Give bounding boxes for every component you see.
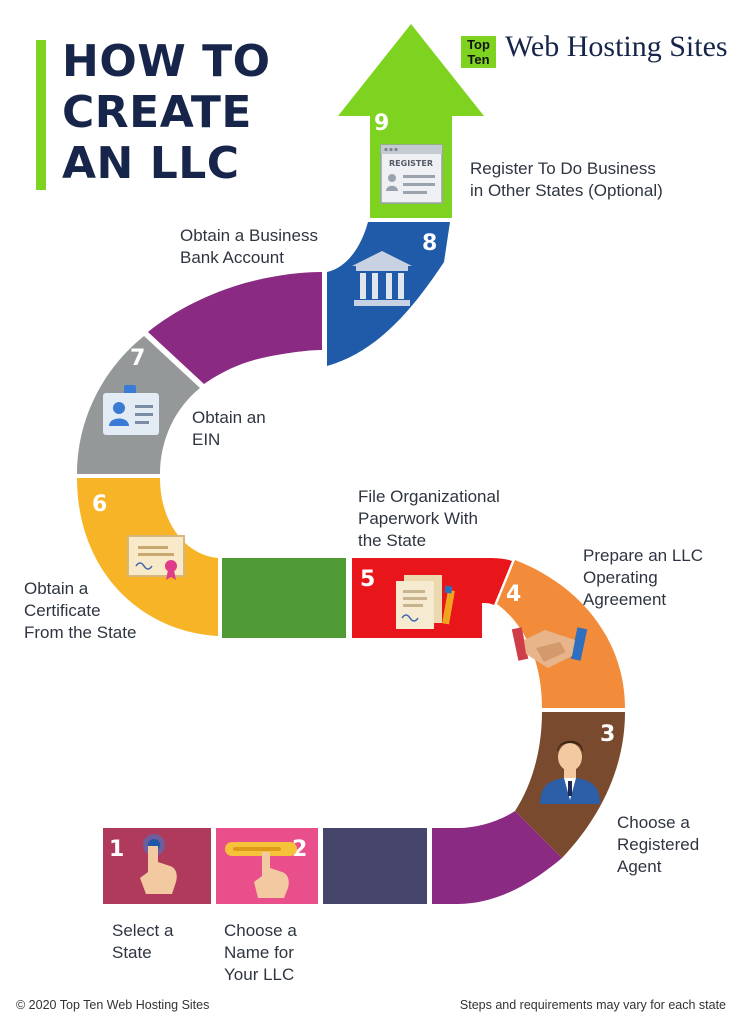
- step-4-label: Prepare an LLC Operating Agreement: [583, 545, 703, 611]
- step-3-number: 3: [600, 722, 615, 747]
- step-7-label: Obtain an EIN: [192, 407, 266, 451]
- step-6-label-line-3: From the State: [24, 623, 137, 642]
- title-line-3: AN LLC: [62, 138, 240, 189]
- step-9-arrow: [338, 24, 484, 218]
- paperwork-icon: [396, 575, 455, 629]
- footer-copyright: © 2020 Top Ten Web Hosting Sites: [16, 998, 210, 1012]
- step-8-number: 8: [422, 231, 437, 256]
- step-5-number: 5: [360, 567, 375, 592]
- connector-green-tile: [222, 558, 346, 638]
- step-2-label-line-1: Choose a: [224, 921, 297, 940]
- title-line-2: CREATE: [62, 87, 252, 138]
- step-2-label: Choose a Name for Your LLC: [224, 920, 297, 986]
- step-7-number: 7: [130, 346, 145, 371]
- step-9-number: 9: [374, 111, 389, 136]
- certificate-icon: [127, 535, 185, 580]
- connector-navy-tile: [323, 828, 427, 904]
- touch-hand-icon: [140, 834, 177, 894]
- step-1-number: 1: [109, 837, 124, 862]
- title-accent-bar: [36, 40, 46, 190]
- step-8-label-line-2: Bank Account: [180, 248, 284, 267]
- registered-agent-person-icon: [540, 740, 600, 804]
- step-2-number: 2: [292, 837, 307, 862]
- step-7-label-line-1: Obtain an: [192, 408, 266, 427]
- name-input-icon: [225, 842, 297, 898]
- step-8-label: Obtain a Business Bank Account: [180, 225, 318, 269]
- footer-disclaimer: Steps and requirements may vary for each…: [459, 998, 726, 1012]
- step-4-label-line-1: Prepare an LLC: [583, 546, 704, 565]
- logo-name: Web Hosting Sites: [505, 30, 728, 63]
- connector-purple-curve: [432, 811, 562, 904]
- step-4-label-line-2: Operating: [583, 568, 658, 587]
- step-1-label-line-1: Select a: [112, 921, 174, 940]
- logo-badge-line-2: Ten: [467, 52, 490, 67]
- register-form-icon: REGISTER: [380, 144, 443, 204]
- logo-badge-line-1: Top: [467, 37, 490, 52]
- step-8-label-line-1: Obtain a Business: [180, 226, 318, 245]
- step-9-label-line-1: Register To Do Business: [470, 159, 656, 178]
- step-5-label-line-3: the State: [358, 531, 427, 550]
- connector-purple-upper: [148, 272, 322, 384]
- step-6-label: Obtain a Certificate From the State: [24, 578, 136, 644]
- step-6-label-line-1: Obtain a: [24, 579, 89, 598]
- step-5-label-line-2: Paperwork With: [358, 509, 478, 528]
- step-1-label: Select a State: [112, 920, 173, 964]
- step-3-label-line-1: Choose a: [617, 813, 690, 832]
- step-2-label-line-2: Name for: [224, 943, 294, 962]
- register-form-title: REGISTER: [389, 159, 433, 168]
- step-3-label: Choose a Registered Agent: [617, 812, 699, 878]
- bank-building-icon: [352, 251, 412, 306]
- step-5-label-line-1: File Organizational: [358, 487, 500, 506]
- step-5-label: File Organizational Paperwork With the S…: [358, 486, 500, 552]
- page-title: HOW TO CREATE AN LLC: [62, 36, 271, 189]
- logo-badge: Top Ten: [461, 36, 496, 68]
- step-4-label-line-3: Agreement: [583, 590, 667, 609]
- step-6-number: 6: [92, 492, 107, 517]
- id-badge-icon: [103, 385, 159, 435]
- step-1-label-line-2: State: [112, 943, 152, 962]
- handshake-icon: [511, 627, 588, 668]
- step-4-number: 4: [506, 582, 521, 607]
- step-7-label-line-2: EIN: [192, 430, 221, 449]
- step-9-label: Register To Do Business in Other States …: [470, 158, 663, 202]
- step-3-label-line-3: Agent: [617, 857, 662, 876]
- step-9-label-line-2: in Other States (Optional): [470, 181, 663, 200]
- step-2-label-line-3: Your LLC: [224, 965, 295, 984]
- step-3-label-line-2: Registered: [617, 835, 700, 854]
- step-6-label-line-2: Certificate: [24, 601, 101, 620]
- title-line-1: HOW TO: [62, 36, 271, 87]
- step-4-tile: [497, 560, 625, 708]
